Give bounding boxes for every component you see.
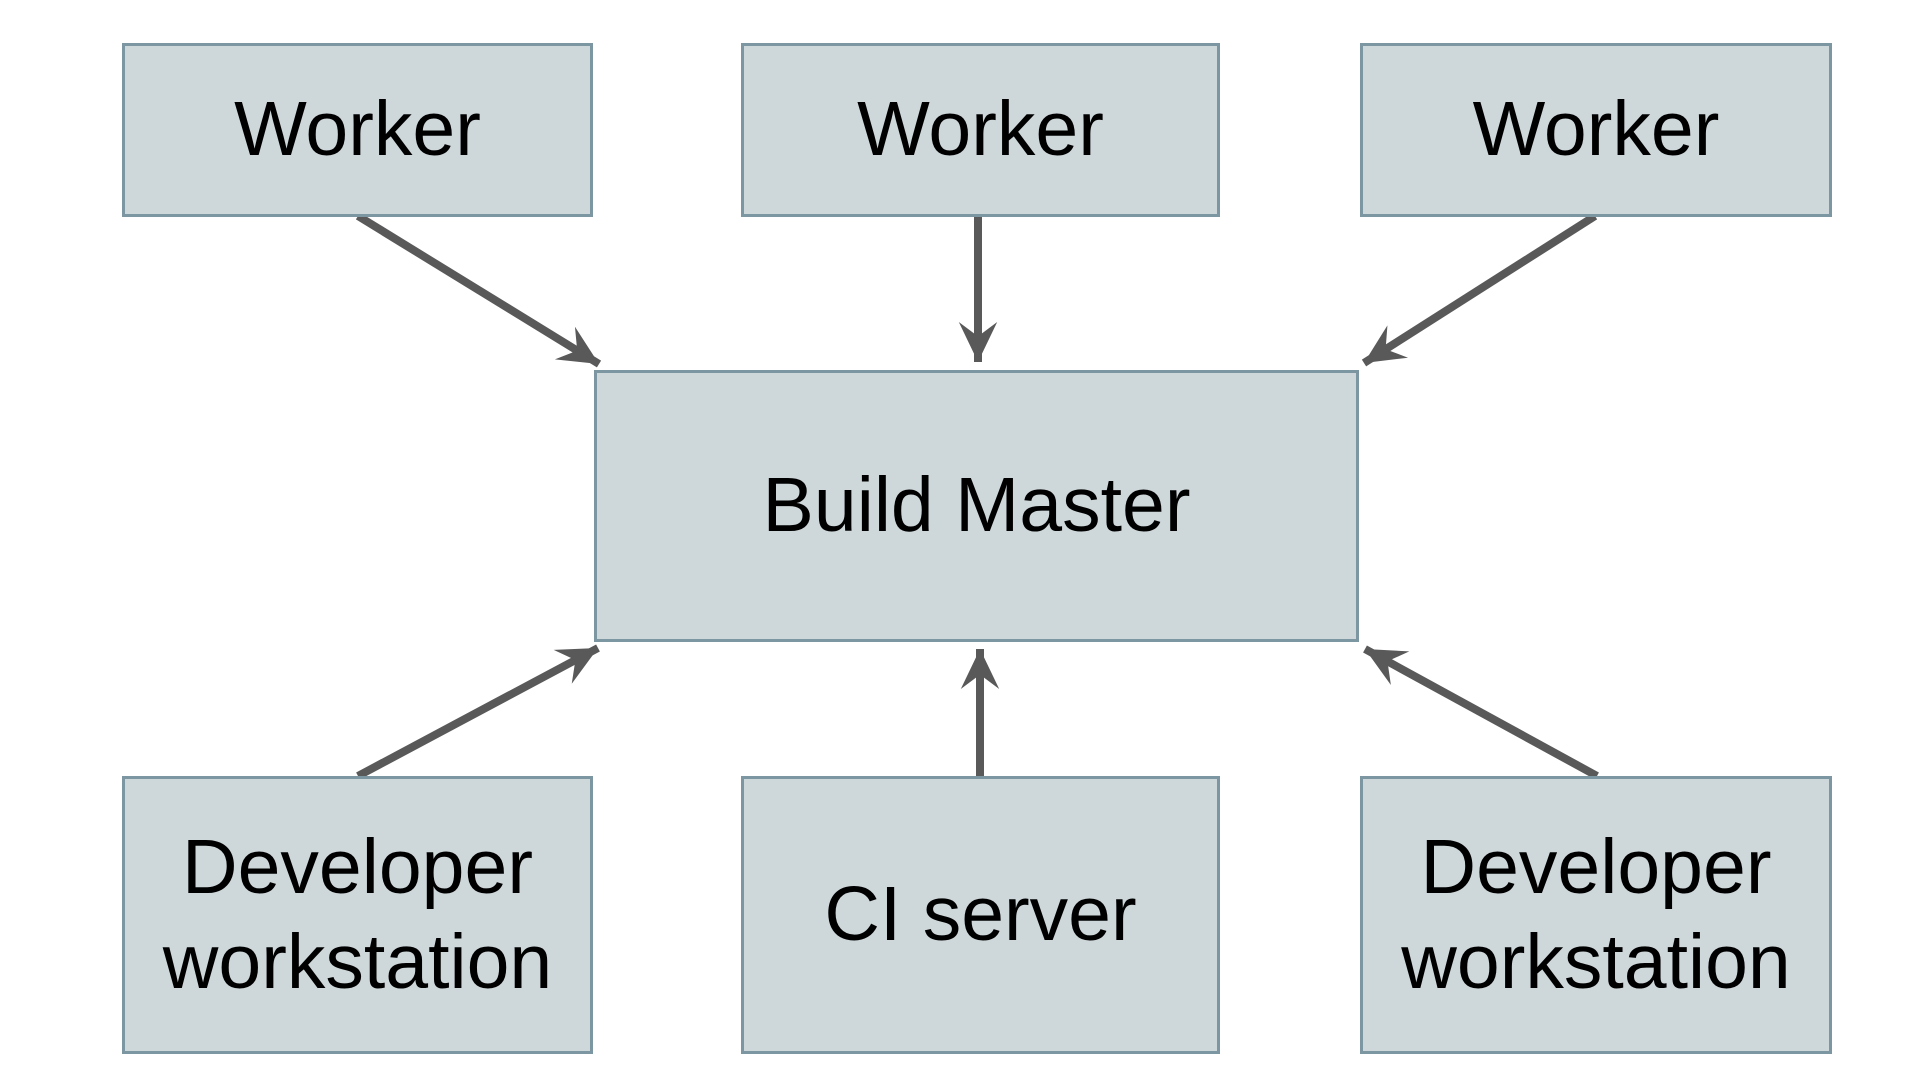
node-build-master-label: Build Master: [762, 462, 1191, 549]
edge-devleft-to-buildmaster: [356, 644, 600, 780]
node-build-master: Build Master: [594, 370, 1359, 642]
node-developer-workstation-left-label: Developer workstation: [162, 823, 553, 1005]
node-developer-workstation-left: Developer workstation: [122, 776, 593, 1054]
node-ci-server-label: CI server: [824, 871, 1137, 958]
edge-worker1-to-buildmaster: [355, 212, 602, 368]
edge-worker3-to-buildmaster: [1361, 212, 1598, 367]
node-worker-3-label: Worker: [1472, 86, 1720, 173]
edge-devright-to-buildmaster: [1363, 645, 1599, 780]
node-worker-2-label: Worker: [857, 86, 1104, 173]
node-worker-1: Worker: [122, 43, 593, 217]
node-developer-workstation-right: Developer workstation: [1360, 776, 1832, 1054]
node-developer-workstation-right-label: Developer workstation: [1401, 823, 1791, 1005]
node-worker-1-label: Worker: [234, 86, 481, 173]
node-worker-2: Worker: [741, 43, 1220, 217]
node-ci-server: CI server: [741, 776, 1220, 1054]
node-worker-3: Worker: [1360, 43, 1832, 217]
